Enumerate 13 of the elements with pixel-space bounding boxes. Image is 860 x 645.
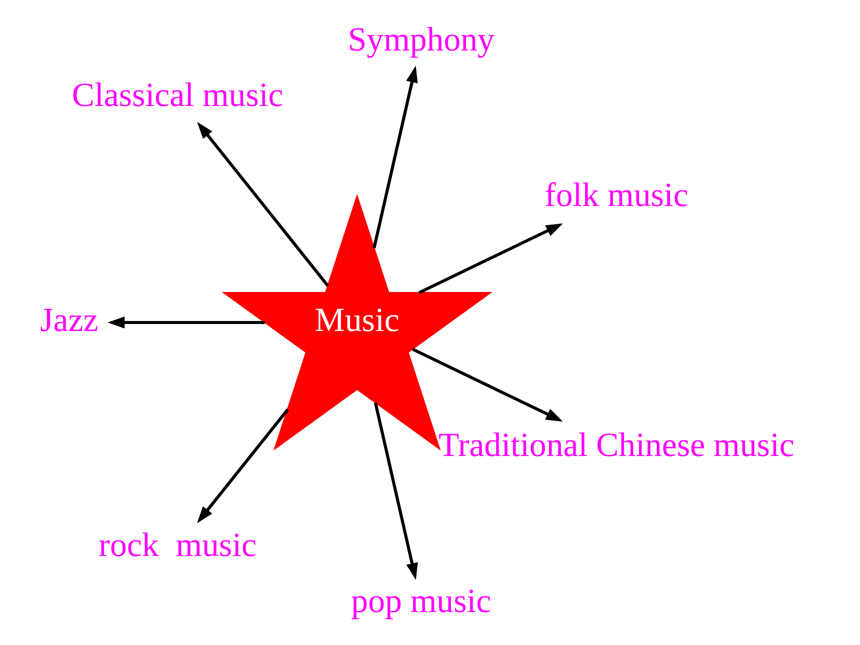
arrow bbox=[196, 122, 329, 287]
arrow bbox=[107, 316, 264, 328]
arrow bbox=[418, 223, 563, 294]
arrow bbox=[196, 408, 288, 524]
node-text: Classical music bbox=[71, 77, 283, 114]
node-text: rock music bbox=[98, 527, 256, 564]
arrow bbox=[372, 66, 418, 248]
node-text: Jazz bbox=[40, 302, 98, 340]
arrow bbox=[412, 348, 562, 422]
node-text: folk music bbox=[544, 177, 688, 214]
node-text: pop music bbox=[350, 582, 491, 620]
arrow bbox=[373, 402, 418, 580]
node-text: Symphony bbox=[347, 21, 494, 58]
